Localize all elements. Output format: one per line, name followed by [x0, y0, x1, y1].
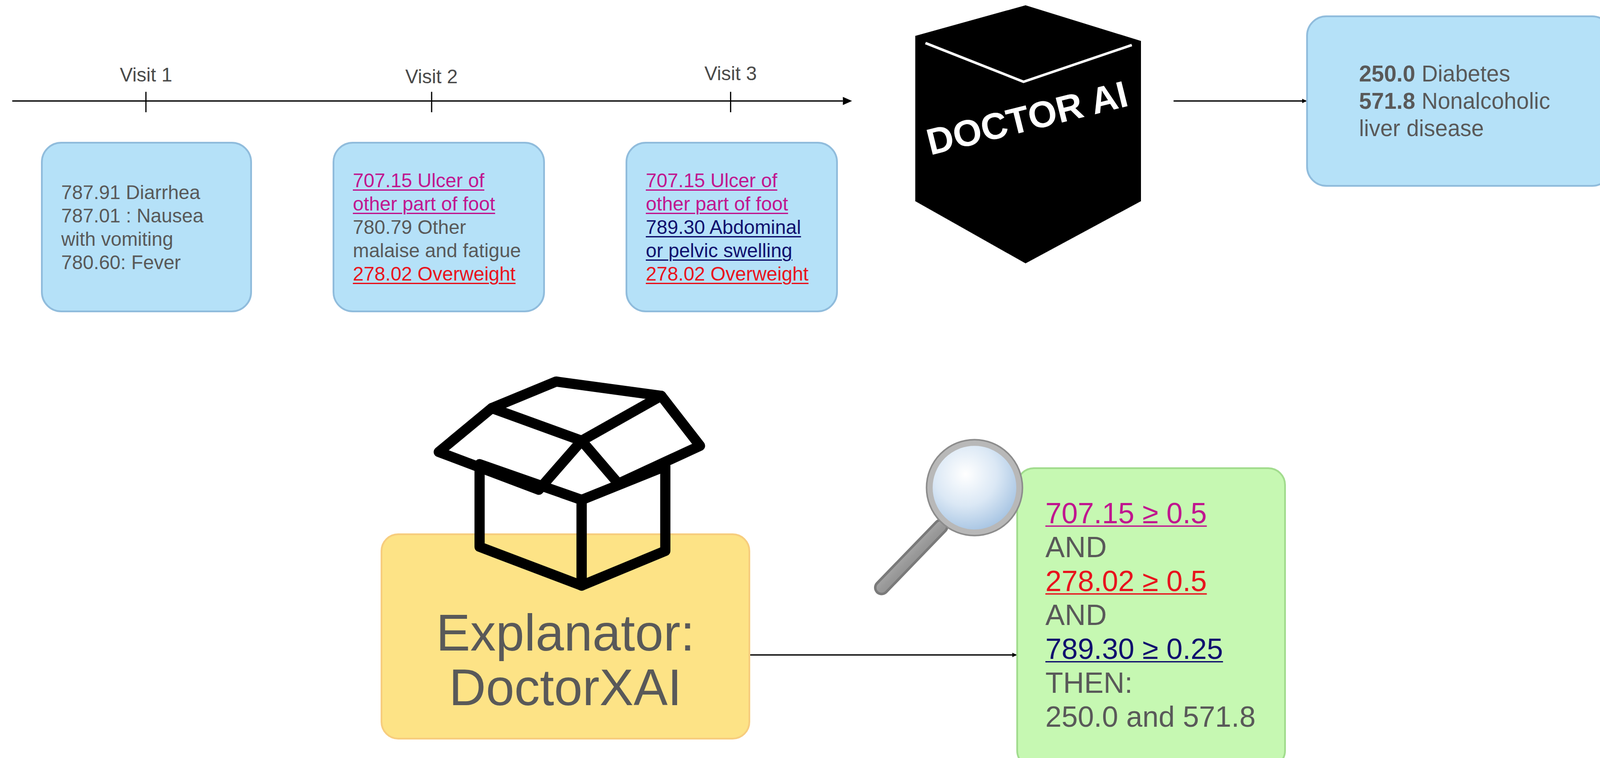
magnifier-icon — [881, 439, 1023, 588]
cube-node: DOCTOR AI — [913, 5, 1141, 264]
node-text: 571.8 — [1359, 88, 1416, 114]
visit-node: 707.15 Ulcer of other part of foot780.79… — [332, 141, 545, 313]
node-text: 278.02 Overweight — [645, 262, 821, 286]
node-text: 780.79 Other malaise and fatigue — [352, 215, 528, 263]
rule-node: 707.15 ≥ 0.5AND278.02 ≥ 0.5AND789.30 ≥ 0… — [1016, 467, 1286, 758]
flow-arrow — [1173, 100, 1307, 102]
node-text: 789.30 Abdominal or pelvic swelling — [645, 215, 821, 263]
node-text: THEN: — [1045, 666, 1276, 700]
open-box-icon — [438, 381, 700, 586]
visit-node: 787.91 Diarrhea787.01 : Nausea with vomi… — [40, 141, 252, 313]
node-text: AND — [1045, 598, 1276, 633]
node-text: 707.15 ≥ 0.5 — [1045, 496, 1276, 531]
node-text: 780.60: Fever — [61, 250, 235, 275]
node-text: 787.01 : Nausea with vomiting — [61, 203, 235, 251]
visit-label: Visit 1 — [119, 63, 173, 87]
visit-tick — [145, 91, 147, 112]
node-text: 278.02 ≥ 0.5 — [1045, 564, 1276, 599]
result-line: 571.8Nonalcoholic liver disease — [1359, 87, 1597, 143]
timeline-arrowhead — [842, 96, 852, 106]
node-text: 707.15 Ulcer of other part of foot — [352, 168, 528, 216]
flow-arrow — [750, 654, 1017, 656]
out-node: 250.0Diabetes571.8Nonalcoholic liver dis… — [1306, 15, 1600, 187]
visit-label: Visit 3 — [704, 62, 757, 86]
node-text: 789.30 ≥ 0.25 — [1045, 632, 1276, 667]
visit-label: Visit 2 — [405, 65, 458, 89]
expl-node: Explanator: DoctorXAI — [380, 533, 751, 740]
node-text: 250.0 — [1359, 61, 1416, 87]
node-text: Diabetes — [1421, 61, 1511, 87]
visit-node: 707.15 Ulcer of other part of foot789.30… — [625, 141, 838, 313]
node-text: 707.15 Ulcer of other part of foot — [645, 168, 821, 216]
node-text: 250.0 and 571.8 — [1045, 700, 1276, 734]
node-text: AND — [1045, 530, 1276, 565]
visit-tick — [729, 91, 732, 112]
visit-tick — [430, 91, 433, 112]
timeline-axis — [12, 100, 843, 102]
result-line: 250.0Diabetes — [1359, 60, 1597, 88]
node-text: 278.02 Overweight — [352, 262, 528, 286]
cube-edge — [925, 43, 1132, 82]
node-text: 787.91 Diarrhea — [61, 180, 235, 204]
node-text: Explanator: DoctorXAI — [398, 605, 734, 715]
